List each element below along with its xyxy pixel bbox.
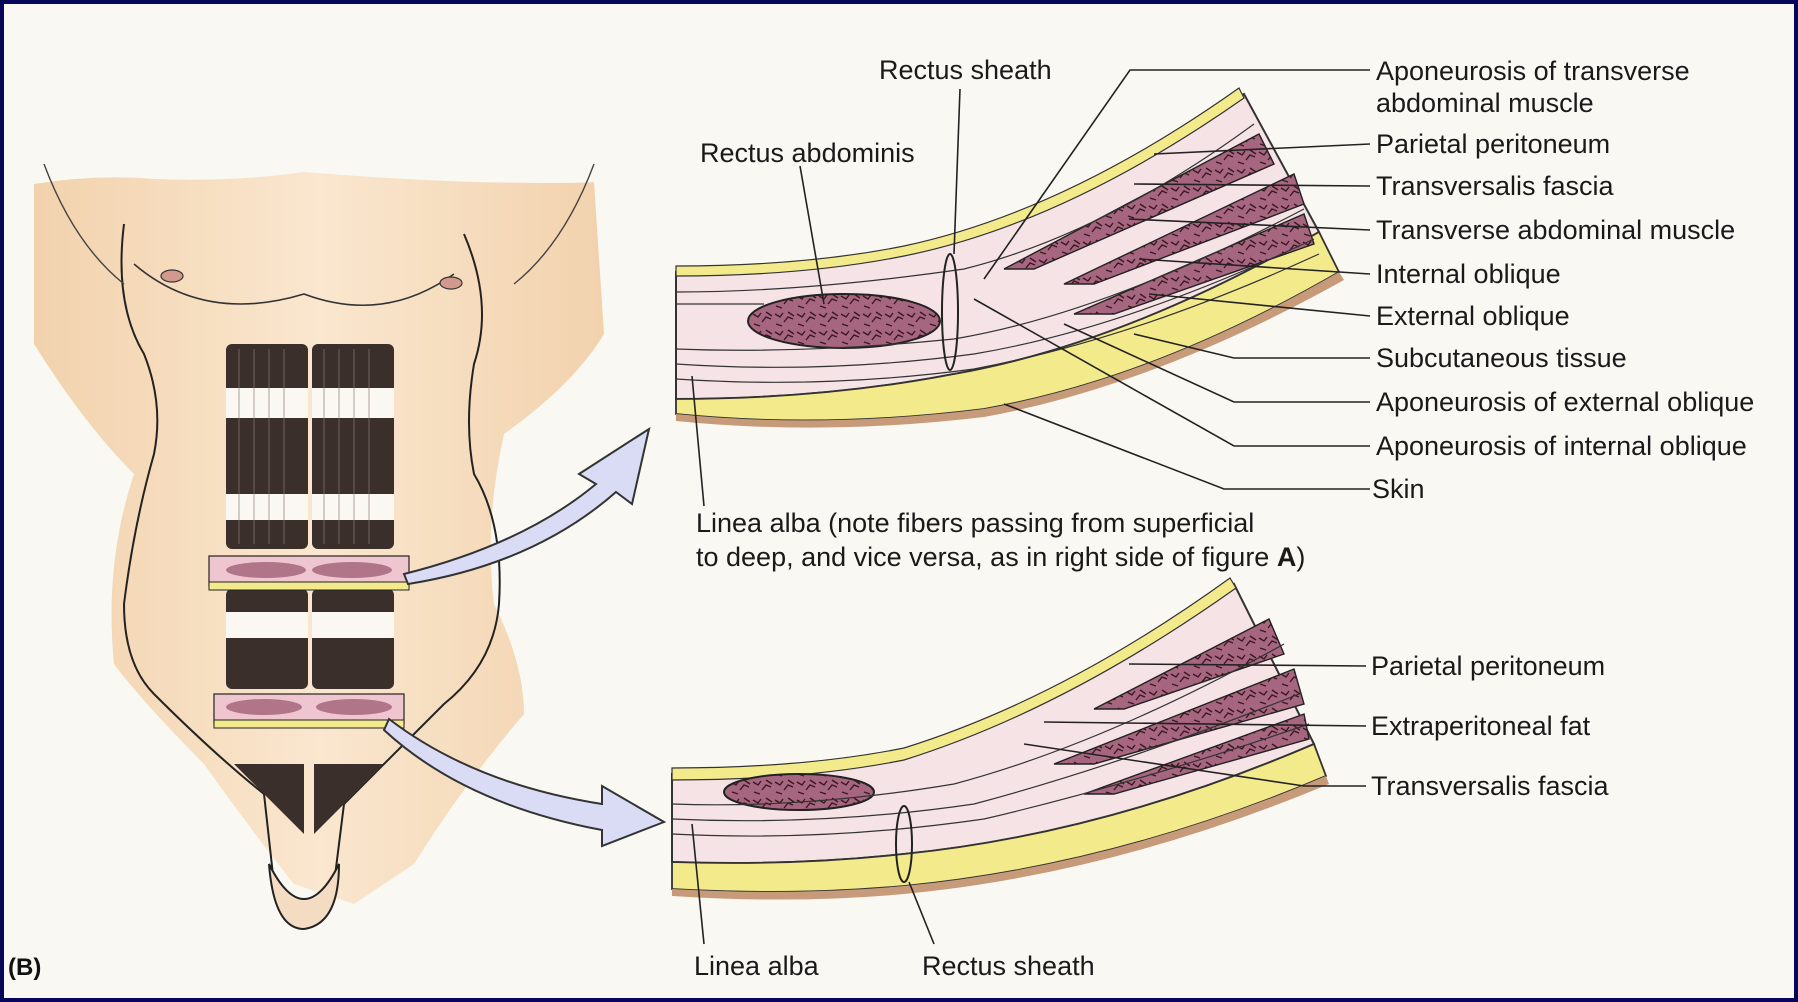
label-internal-oblique: Internal oblique: [1376, 258, 1561, 290]
label-linea-alba-note-line1: Linea alba (note fibers passing from sup…: [696, 507, 1254, 539]
label-transverse-abdominal-muscle: Transverse abdominal muscle: [1376, 214, 1735, 246]
label-transversalis-fascia-lower: Transversalis fascia: [1371, 770, 1609, 802]
label-linea-alba-lower: Linea alba: [694, 950, 819, 982]
panel-letter: (B): [8, 954, 41, 982]
label-external-oblique: External oblique: [1376, 300, 1570, 332]
label-transversalis-fascia-upper: Transversalis fascia: [1376, 170, 1614, 202]
label-aponeurosis-internal-oblique: Aponeurosis of internal oblique: [1376, 430, 1747, 462]
lower-cross-section: [672, 578, 1329, 900]
label-skin: Skin: [1372, 473, 1425, 505]
linea-alba-note-close: ): [1296, 542, 1305, 572]
figure-canvas: Rectus sheath Rectus abdominis Aponeuros…: [4, 4, 1794, 998]
label-aponeurosis-transverse: Aponeurosis of transverse abdominal musc…: [1376, 55, 1690, 119]
label-rectus-sheath-lower: Rectus sheath: [922, 950, 1095, 982]
label-rectus-sheath-upper: Rectus sheath: [879, 54, 1052, 86]
label-parietal-peritoneum-upper: Parietal peritoneum: [1376, 128, 1610, 160]
torso-section-upper: [209, 556, 409, 590]
label-subcutaneous-tissue: Subcutaneous tissue: [1376, 342, 1627, 374]
figure-reference-letter: A: [1277, 542, 1297, 572]
label-parietal-peritoneum-lower: Parietal peritoneum: [1371, 650, 1605, 682]
label-aponeurosis-external-oblique: Aponeurosis of external oblique: [1376, 386, 1754, 418]
label-rectus-abdominis: Rectus abdominis: [700, 137, 915, 169]
label-linea-alba-note-line2: to deep, and vice versa, as in right sid…: [696, 541, 1305, 573]
linea-alba-note-text: to deep, and vice versa, as in right sid…: [696, 542, 1269, 572]
torso-section-lower: [214, 694, 404, 728]
left-nipple: [161, 270, 183, 282]
right-nipple: [440, 277, 462, 289]
label-extraperitoneal-fat: Extraperitoneal fat: [1371, 710, 1590, 742]
